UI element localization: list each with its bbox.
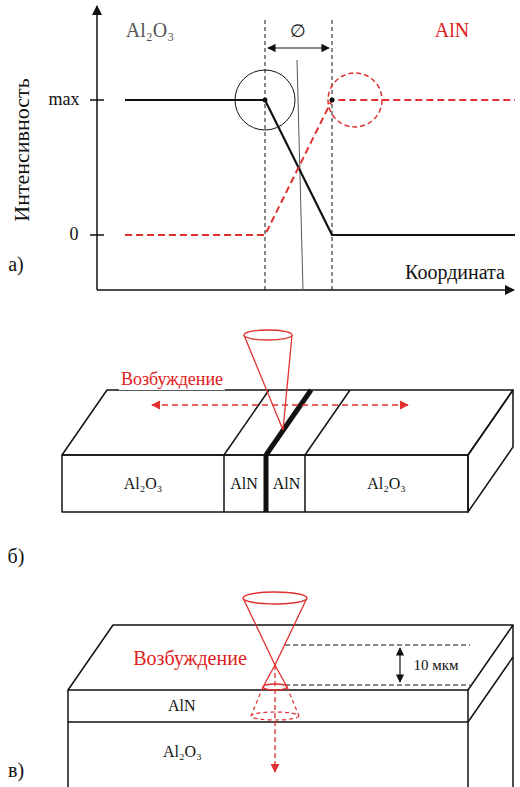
substrate-block: Al₂O₃ xyxy=(62,455,224,512)
laser-cone-hidden xyxy=(287,687,299,716)
diameter-symbol: ∅ xyxy=(288,22,308,42)
axes xyxy=(90,6,514,290)
panel-label: а) xyxy=(8,253,24,275)
guide-line xyxy=(265,20,266,290)
guide-line xyxy=(332,20,333,290)
laser-cone xyxy=(275,598,307,665)
substrate-layer: Al₂O₃ xyxy=(68,722,468,782)
material-label: AlN xyxy=(168,697,196,715)
substrate-block: Al₂O₃ xyxy=(305,455,468,512)
sample-block xyxy=(468,657,513,722)
interface-line xyxy=(264,455,269,512)
film-layer: AlN xyxy=(68,690,468,722)
material-label: Al₂O₃ xyxy=(124,475,163,493)
guide-line xyxy=(265,20,332,290)
depth-marker xyxy=(285,645,470,646)
edge-circle xyxy=(328,73,382,127)
axis-title: Координата xyxy=(405,261,505,283)
laser-cone xyxy=(283,335,292,430)
sample-block xyxy=(467,690,469,787)
interface-line xyxy=(266,390,311,455)
point xyxy=(330,98,335,103)
axes xyxy=(96,6,98,290)
depth-arrow xyxy=(399,648,400,682)
edge-circle xyxy=(235,70,295,130)
aln-curve xyxy=(125,100,515,235)
material-label: AlN xyxy=(230,475,258,493)
diameter-arrow xyxy=(268,47,329,48)
sample-block xyxy=(62,390,513,512)
sample-block xyxy=(223,455,225,512)
axes xyxy=(90,234,104,236)
interface-line xyxy=(266,390,311,512)
material-label: AlN xyxy=(435,19,469,41)
material-label: Al₂O₃ xyxy=(126,19,174,41)
sample-block xyxy=(68,625,513,787)
sample-block xyxy=(62,390,513,455)
sample-block xyxy=(468,390,513,512)
axis-tick-label: max xyxy=(49,90,80,110)
laser-cone xyxy=(243,592,307,604)
scan-arrow xyxy=(152,404,408,405)
axes xyxy=(97,289,514,291)
laser-cone-hidden xyxy=(251,687,263,716)
sample-block xyxy=(304,455,306,512)
sample-block xyxy=(68,625,513,690)
material-label: Al₂O₃ xyxy=(163,743,202,761)
al2o3-curve xyxy=(125,100,515,235)
film-block: AlN xyxy=(268,455,305,512)
sample-block xyxy=(512,625,514,787)
laser-cone xyxy=(244,330,292,430)
axis-tick-label: 0 xyxy=(70,225,79,245)
sample-block xyxy=(224,390,269,455)
excitation-label: Возбуждение xyxy=(131,647,249,669)
panel-label: в) xyxy=(8,759,24,781)
axis-title: Интенсивность xyxy=(10,78,34,221)
film-block: AlN xyxy=(224,455,264,512)
depth-marker xyxy=(285,645,470,685)
material-label: Al₂O₃ xyxy=(367,475,406,493)
sample-block xyxy=(62,455,468,512)
laser-cone xyxy=(244,335,283,430)
sample-block xyxy=(68,721,468,723)
dimension-label: 10 мкм xyxy=(411,657,460,674)
sample-block xyxy=(67,690,69,787)
laser-cone xyxy=(244,330,292,340)
material-label: AlN xyxy=(273,475,301,493)
point xyxy=(263,98,268,103)
depth-marker xyxy=(285,685,470,686)
excitation-label: Возбуждение xyxy=(119,370,225,390)
depth-arrow xyxy=(274,665,275,772)
sample-block xyxy=(305,390,350,455)
panel-label: б) xyxy=(8,545,25,567)
axes xyxy=(90,99,104,101)
